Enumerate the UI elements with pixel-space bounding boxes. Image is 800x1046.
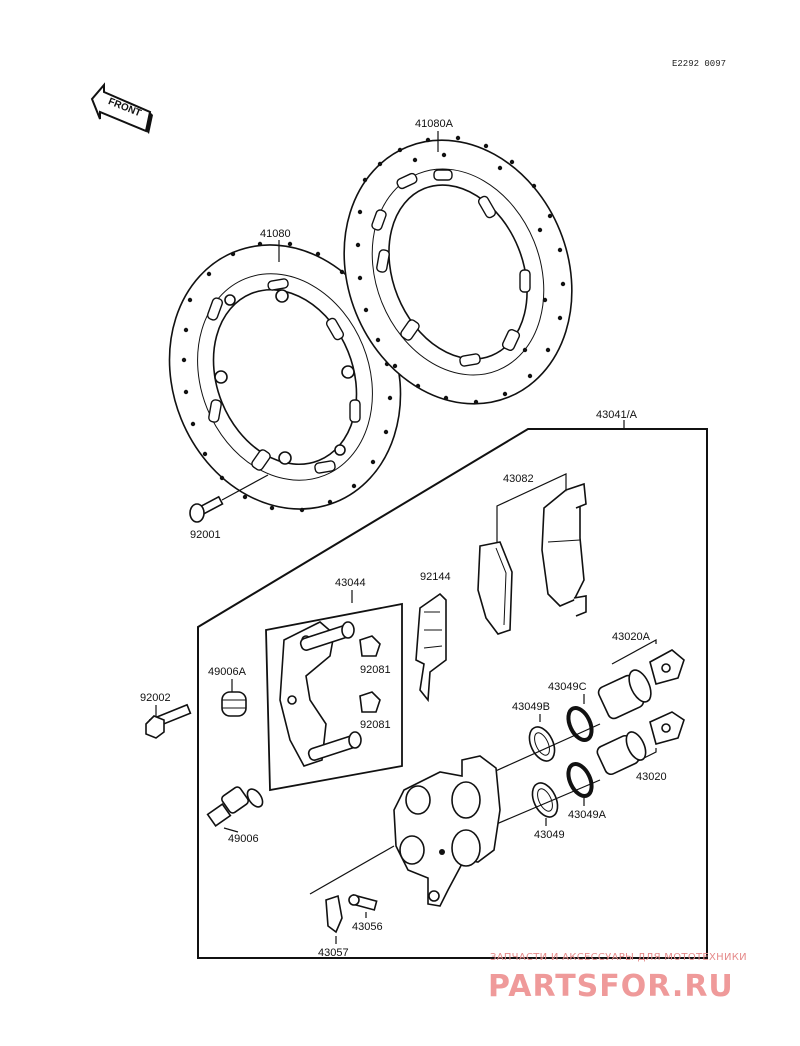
label-43049: 43049 — [534, 829, 565, 841]
caliper-bracket — [279, 621, 362, 767]
watermark-brand: PARTSFOR.RU — [488, 969, 734, 1004]
label-43041A: 43041/A — [596, 409, 638, 421]
label-49006: 49006 — [228, 833, 259, 845]
seal-c — [566, 706, 594, 742]
label-43082: 43082 — [503, 473, 534, 485]
dust-boot — [221, 691, 247, 717]
label-92081-top: 92081 — [360, 664, 391, 676]
label-92002: 92002 — [140, 692, 171, 704]
front-arrow-icon: FRONT — [90, 82, 153, 134]
brake-pad-left — [477, 541, 513, 635]
watermark-subtitle: ЗАПЧАСТИ И АКСЕССУАРЫ ДЛЯ МОТОТЕХНИКИ — [490, 952, 747, 963]
bleeder-cap — [325, 894, 343, 934]
clip-top — [359, 635, 381, 657]
mount-bolt — [145, 703, 192, 739]
seal-a — [566, 762, 594, 798]
label-43049B: 43049B — [512, 701, 550, 713]
pad-cap-a — [649, 649, 685, 685]
clip-bottom — [359, 691, 381, 713]
label-92144: 92144 — [420, 571, 451, 583]
label-92001: 92001 — [190, 529, 221, 541]
label-43020A: 43020A — [612, 631, 651, 643]
brake-disc-left — [168, 241, 402, 513]
brake-disc-right — [343, 135, 573, 405]
disc-bolt — [189, 474, 269, 523]
pad-spring — [415, 592, 447, 703]
label-92081-bottom: 92081 — [360, 719, 391, 731]
label-43056: 43056 — [352, 921, 383, 933]
label-43044: 43044 — [335, 577, 366, 589]
label-43020: 43020 — [636, 771, 667, 783]
seal — [531, 782, 559, 818]
caliper-body — [393, 755, 501, 907]
reference-code: E2292 0097 — [672, 59, 726, 69]
label-43057: 43057 — [318, 947, 349, 959]
bleeder-valve — [348, 894, 378, 911]
label-43049A: 43049A — [568, 809, 607, 821]
slide-pin — [206, 786, 264, 828]
bracket-box — [265, 602, 403, 792]
label-43049C: 43049C — [548, 681, 587, 693]
piston — [596, 731, 647, 776]
piston-a — [597, 669, 652, 720]
brake-pad-right — [541, 482, 587, 617]
label-41080: 41080 — [260, 228, 291, 240]
pad-cap — [649, 711, 685, 745]
label-49006A: 49006A — [208, 666, 247, 678]
caliper-assembly-frame — [197, 428, 708, 959]
label-41080A: 41080A — [415, 118, 454, 130]
